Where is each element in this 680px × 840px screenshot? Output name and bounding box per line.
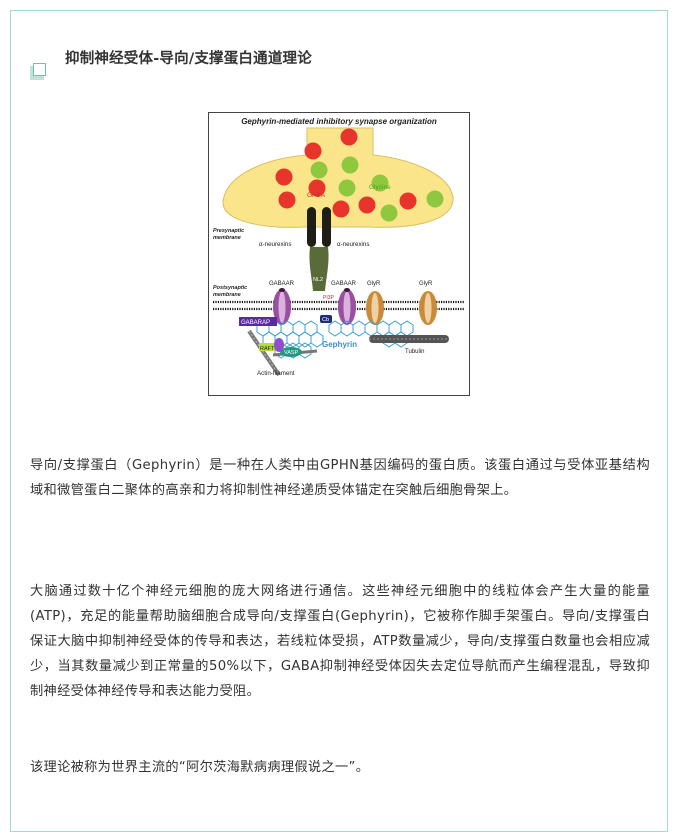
glyr-left-label: GlyR: [367, 281, 381, 287]
synapse-figure: Gephyrin-mediated inhibitory synapse org…: [208, 112, 470, 396]
gabarap-label: GABARAP: [241, 320, 270, 326]
neurexin-right: [322, 207, 331, 247]
gaba-label: GABA: [307, 192, 326, 199]
paragraph-mechanism: 大脑通过数十亿个神经元细胞的庞大网络进行通信。这些神经元细胞中的线粒体会产生大量…: [30, 584, 650, 699]
vasp-blob: [280, 347, 302, 357]
glyr-right-receptor: [419, 291, 437, 325]
vesicle-group: [275, 128, 444, 222]
raft1-label: RAFT1: [260, 346, 277, 352]
gabaar-left-receptor: [273, 288, 291, 325]
heading-title: 抑制神经受体-导向/支撑蛋白通道理论: [65, 51, 312, 67]
cb-box: [320, 315, 332, 323]
nl2-label: NL2: [313, 277, 323, 283]
pi3p-label: PI3P: [323, 295, 335, 301]
paragraph-conclusion: 该理论被称为世界主流的“阿尔茨海默病病理假说之一”。: [30, 760, 370, 775]
paragraph-gephyrin-definition: 导向/支撑蛋白（Gephyrin）是一种在人类中由GPHN基因编码的蛋白质。该蛋…: [30, 458, 650, 498]
neurexin-left-label: α-neurexins: [259, 241, 291, 248]
cb-label: Cb: [322, 317, 329, 323]
glyr-left-receptor: [366, 291, 384, 325]
raft1-box: [259, 343, 281, 351]
glycine-label: Glycine: [369, 184, 391, 191]
gabaar-right-label: GABAAR: [331, 281, 357, 287]
figure-title: Gephyrin-mediated inhibitory synapse org…: [241, 117, 437, 126]
gephyrin-label: Gephyrin: [322, 340, 357, 349]
actin-label: Actin-filament: [257, 370, 295, 377]
neurexin-right-label: α-neurexins: [337, 241, 369, 248]
neurexin-left: [307, 207, 316, 247]
vasp-label: VASP: [284, 350, 299, 356]
vasp-purple-blob: [274, 338, 284, 352]
gabaar-left-label: GABAAR: [269, 281, 295, 287]
article-frame: [10, 10, 668, 832]
tubulin-filament: [369, 335, 449, 343]
glyr-right-label: GlyR: [419, 281, 433, 287]
gabaar-right-receptor: [338, 288, 356, 325]
nl2-shape: [309, 247, 329, 291]
heading-marker-outline: [33, 63, 46, 76]
tubulin-label: Tubulin: [405, 349, 424, 355]
gabarap-box: [239, 317, 277, 326]
